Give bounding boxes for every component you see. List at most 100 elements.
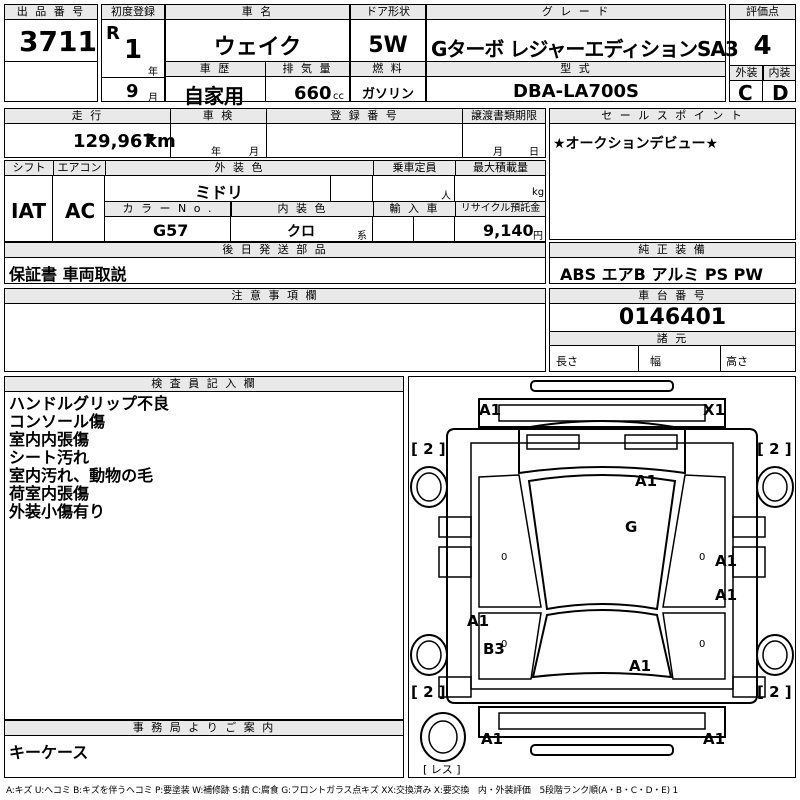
- inspector-box: 検 査 員 記 入 欄 ハンドルグリップ不良 コンソール傷 室内内張傷 シート汚…: [4, 376, 404, 720]
- transfer-label: 譲渡書類期限: [463, 109, 545, 124]
- mileage-unit: km: [145, 131, 176, 152]
- recycle: 9,140: [483, 221, 534, 240]
- displacement-unit: cc: [333, 91, 344, 102]
- lot-label: 出 品 番 号: [5, 5, 97, 20]
- damage-mark: X1: [703, 401, 726, 419]
- legend: A:キズ U:ヘコミ B:キズを伴うヘコミ P:要塗装 W:補修跡 S:錆 C:…: [6, 786, 679, 796]
- note-line: 荷室内張傷: [9, 484, 90, 503]
- damage-mark: A1: [629, 657, 652, 675]
- equipment: ABS エアB アルミ PS PW: [560, 265, 764, 284]
- int-color-unit: 系: [357, 231, 367, 242]
- sales-point: ★オークションデビュー★: [553, 136, 719, 152]
- lot-box: 出 品 番 号 3711: [4, 4, 98, 102]
- door-type: 5W: [368, 33, 408, 58]
- reg-year: 1: [124, 35, 143, 65]
- score-label: 評価点: [730, 5, 795, 20]
- bracket-mark: [ 2 ]: [411, 683, 446, 701]
- office-note: キーケース: [9, 743, 89, 762]
- ext-color-label: 外 装 色: [105, 161, 373, 176]
- office-label: 事 務 局 よ り ご 案 内: [5, 721, 403, 736]
- fuel: ガソリン: [361, 87, 414, 102]
- damage-mark: A1: [479, 401, 502, 419]
- color-no: G57: [153, 221, 189, 240]
- caution-label: 注 意 事 項 欄: [5, 289, 545, 304]
- row2-box: 走 行 車 検 登 録 番 号 譲渡書類期限 129,967 km 年 月 月 …: [4, 108, 546, 158]
- equipment-label: 純 正 装 備: [550, 243, 795, 258]
- small-mark: 0: [699, 552, 706, 563]
- year-unit: 年: [148, 67, 158, 78]
- chassis-number: 0146401: [618, 305, 727, 330]
- interior-grade: D: [772, 81, 789, 105]
- chassis-label: 車 台 番 号: [550, 289, 795, 304]
- later-parts: 保証書 車両取説: [9, 265, 127, 284]
- ext-color: ミドリ: [195, 183, 244, 202]
- car-outline: [410, 380, 794, 762]
- door-label: ドア形状: [351, 5, 425, 20]
- displacement: 660: [294, 83, 332, 104]
- height-label: 高さ: [726, 355, 748, 368]
- car-name: ウェイク: [213, 35, 302, 60]
- bracket-mark: [ 2 ]: [757, 440, 792, 458]
- color-no-label: カ ラ ー N o .: [105, 202, 231, 217]
- lot-number: 3711: [19, 25, 97, 58]
- row3-box: シフト エアコン 外 装 色 乗車定員 最大積載量 IAT AC ミドリ 人 k…: [4, 160, 546, 242]
- month-unit: 月: [148, 93, 158, 104]
- car-name-label: 車 名: [166, 5, 349, 20]
- displacement-label: 排 気 量: [266, 62, 349, 77]
- damage-mark: A1: [481, 730, 504, 748]
- transfer-day-unit: 日: [529, 147, 539, 158]
- grade-box: グ レ ー ド Gターボ レジャーエディションSA3 型 式 DBA-LA700…: [426, 4, 739, 102]
- inspector-label: 検 査 員 記 入 欄: [5, 377, 403, 392]
- inspection-month-unit: 月: [249, 147, 259, 158]
- width-label: 幅: [650, 355, 661, 368]
- capacity-unit: 人: [441, 191, 451, 202]
- load-label: 最大積載量: [455, 161, 545, 176]
- sales-point-box: セ ー ル ス ポ イ ン ト ★オークションデビュー★: [549, 108, 796, 240]
- equipment-box: 純 正 装 備 ABS エアB アルミ PS PW: [549, 242, 796, 284]
- history: 自家用: [184, 84, 244, 108]
- score-box: 評価点 4 外装 内装 C D: [729, 4, 796, 105]
- shift-label: シフト: [5, 161, 53, 176]
- small-mark: 0: [501, 552, 508, 563]
- history-label: 車 歴: [166, 62, 266, 77]
- note-line: 室内汚れ、動物の毛: [9, 466, 154, 485]
- recycle-unit: 円: [533, 231, 543, 242]
- reg-month: 9: [126, 81, 139, 102]
- damage-mark: B3: [483, 640, 505, 658]
- era: R: [106, 23, 120, 44]
- bracket-mark: [ 2 ]: [757, 683, 792, 701]
- damage-mark: A1: [703, 730, 726, 748]
- import-label: 輸 入 車: [373, 202, 455, 217]
- car-diagram: A1 X1 A1 G A1 A1 A1 B3 A1 A1 A1 [ 2 ] [ …: [408, 376, 796, 778]
- inspection-label: 車 検: [171, 109, 267, 124]
- grade: Gターボ レジャーエディションSA3: [431, 37, 739, 61]
- ac: AC: [65, 199, 96, 223]
- grade-label: グ レ ー ド: [427, 5, 725, 20]
- sales-label: セ ー ル ス ポ イ ン ト: [550, 109, 795, 124]
- damage-mark: A1: [715, 552, 738, 570]
- bracket-mark: [ 2 ]: [411, 440, 446, 458]
- transfer-month-unit: 月: [493, 147, 503, 158]
- dims-label: 諸 元: [550, 331, 795, 346]
- small-mark: 0: [699, 639, 706, 650]
- model-label: 型 式: [427, 62, 725, 77]
- int-color: クロ: [287, 224, 315, 240]
- ac-label: エアコン: [53, 161, 105, 176]
- first-reg-label: 初度登録: [102, 5, 164, 20]
- damage-mark: A1: [467, 612, 490, 630]
- length-label: 長さ: [556, 355, 578, 368]
- fuel-label: 燃 料: [351, 62, 425, 77]
- small-mark: 0: [501, 639, 508, 650]
- note-line: ハンドルグリップ不良: [9, 394, 170, 413]
- car-name-box: 車 名 ウェイク 車 歴 排 気 量 自家用 660 cc: [165, 4, 350, 108]
- mileage: 129,967: [73, 131, 155, 152]
- recycle-label: リサイクル預託金: [455, 202, 545, 217]
- note-line: 外装小傷有り: [9, 502, 106, 521]
- note-line: 室内内張傷: [9, 430, 90, 449]
- inspection-year-unit: 年: [211, 147, 221, 158]
- caution-box: 注 意 事 項 欄: [4, 288, 546, 372]
- office-box: 事 務 局 よ り ご 案 内 キーケース: [4, 720, 404, 778]
- int-color-label: 内 装 色: [231, 202, 373, 217]
- inspector-notes: ハンドルグリップ不良 コンソール傷 室内内張傷 シート汚れ 室内汚れ、動物の毛 …: [9, 395, 169, 521]
- model: DBA-LA700S: [513, 81, 639, 102]
